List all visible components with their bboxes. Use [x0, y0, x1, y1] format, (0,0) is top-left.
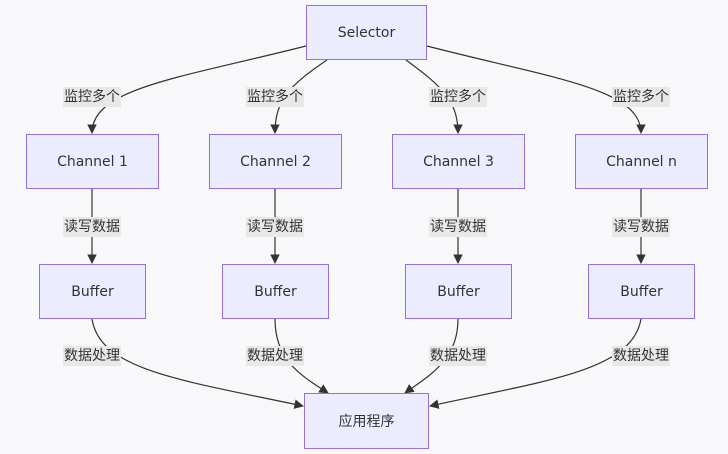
edge-label-readwrite: 读写数据: [612, 217, 670, 237]
edge-label-monitor: 监控多个: [429, 87, 487, 107]
edge-label-process: 数据处理: [612, 346, 670, 366]
channel-3-node: Channel 3: [392, 134, 525, 189]
buffer-2-node: Buffer: [222, 264, 329, 319]
channel-2-node: Channel 2: [209, 134, 342, 189]
edge-label-readwrite: 读写数据: [429, 217, 487, 237]
buffer-3-node: Buffer: [405, 264, 512, 319]
edge-label-readwrite: 读写数据: [63, 217, 121, 237]
edge-selector-channel-n: [426, 45, 646, 134]
edge-buffer-n-app: [429, 318, 642, 409]
channel-1-node: Channel 1: [26, 134, 159, 189]
edge-label-readwrite: 读写数据: [246, 217, 304, 237]
buffer-1-node: Buffer: [39, 264, 146, 319]
edge-label-process: 数据处理: [63, 346, 121, 366]
edge-label-monitor: 监控多个: [612, 87, 670, 107]
edge-buffer-1-app: [91, 318, 304, 409]
edge-label-process: 数据处理: [429, 346, 487, 366]
app-node: 应用程序: [304, 393, 429, 449]
channel-n-node: Channel n: [575, 134, 708, 189]
edge-selector-channel-1: [87, 45, 307, 134]
edge-label-process: 数据处理: [246, 346, 304, 366]
selector-node: Selector: [306, 5, 427, 60]
buffer-n-node: Buffer: [588, 264, 695, 319]
edge-label-monitor: 监控多个: [63, 87, 121, 107]
edge-label-monitor: 监控多个: [246, 87, 304, 107]
